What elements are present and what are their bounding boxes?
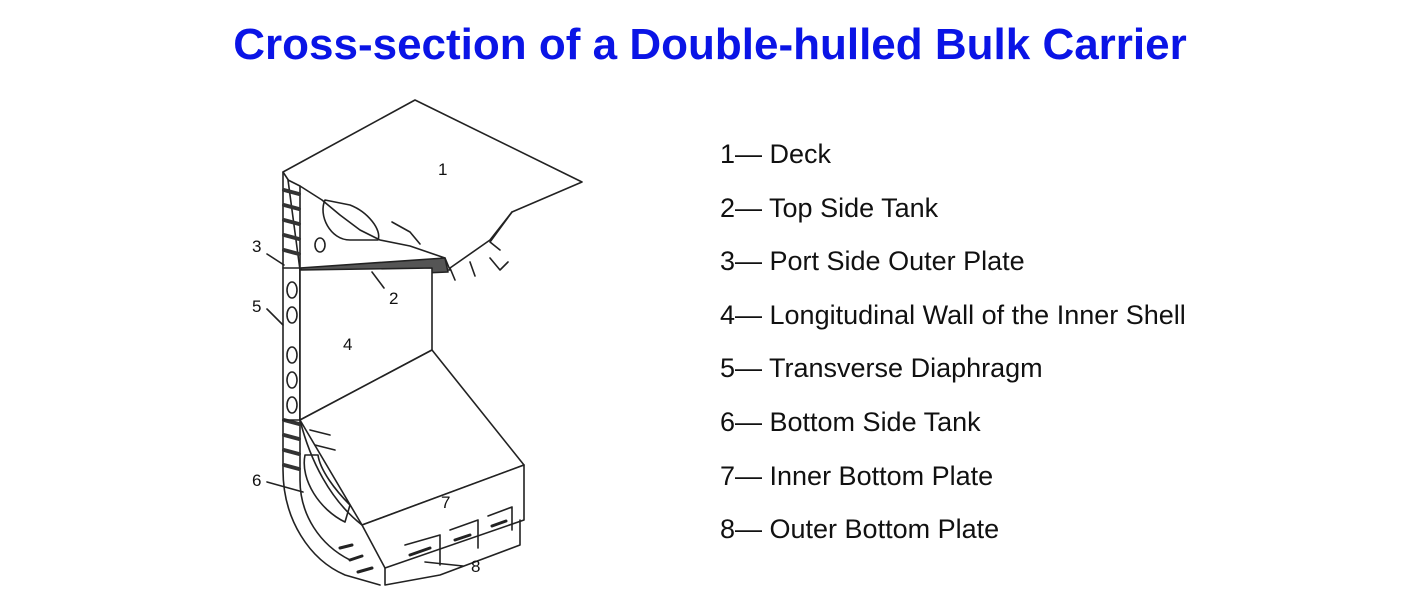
legend-item-outer-bottom-plate: 8— Outer Bottom Plate [720,514,1000,545]
callout-6: 6 [252,471,261,490]
outer-side-shell [282,171,381,586]
legend-item-inner-shell-wall: 4— Longitudinal Wall of the Inner Shell [720,299,1186,330]
callout-7: 7 [441,493,450,512]
callout-4: 4 [343,335,352,354]
diagram-title: Cross-section of a Double-hulled Bulk Ca… [233,20,1187,69]
hull-cross-section-figure: 1 2 3 4 5 6 7 8 [240,95,600,595]
legend-item-deck: 1— Deck [720,139,832,169]
component-legend: 1— Deck 2— Top Side Tank 3— Port Side Ou… [720,134,1186,563]
hull-drawing: 1 2 3 4 5 6 7 8 [252,99,583,586]
legend-item-transverse-diaphragm: 5— Transverse Diaphragm [720,353,1043,384]
callout-5: 5 [252,297,261,316]
legend-item-top-side-tank: 2— Top Side Tank [720,192,939,223]
callout-2: 2 [389,289,398,308]
legend-item-inner-bottom-plate: 7— Inner Bottom Plate [720,460,994,491]
callout-3: 3 [252,237,261,256]
callout-8: 8 [471,557,480,576]
inner-bottom-plate [361,464,525,569]
legend-item-bottom-side-tank: 6— Bottom Side Tank [720,406,981,437]
callout-1: 1 [438,160,447,179]
legend-item-port-side-outer-plate: 3— Port Side Outer Plate [720,246,1025,277]
